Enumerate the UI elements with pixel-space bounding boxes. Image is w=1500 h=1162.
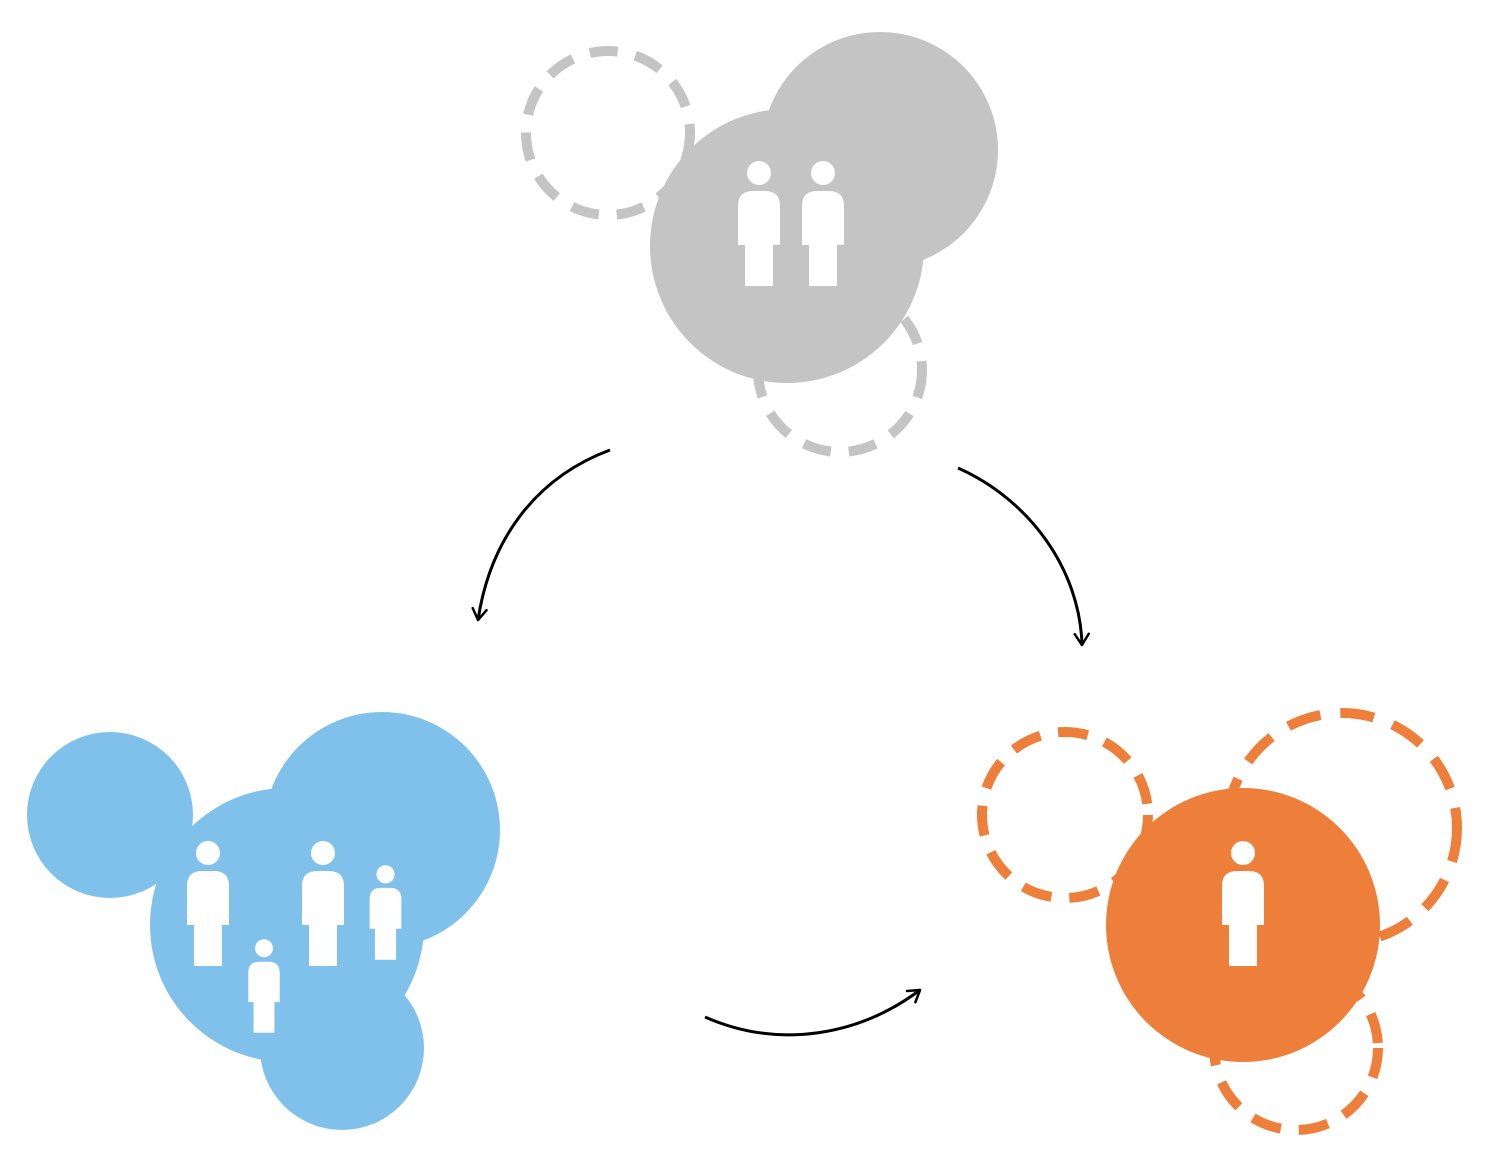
arrow-couple-to-family	[471, 448, 611, 622]
single-person-cluster	[977, 708, 1462, 1135]
couple-dashed-circle-top-left	[521, 46, 695, 220]
family-circle-left	[27, 732, 193, 898]
couple-cluster	[521, 32, 998, 457]
couple-dashed-circle-bottom	[753, 283, 927, 457]
couple-main-circle	[650, 109, 924, 383]
arrow-couple-to-single	[957, 466, 1090, 647]
arrow-family-to-single	[704, 988, 922, 1037]
family-cluster	[27, 712, 500, 1130]
arrows	[471, 448, 1090, 1037]
single-dashed-circle-left	[977, 727, 1153, 903]
